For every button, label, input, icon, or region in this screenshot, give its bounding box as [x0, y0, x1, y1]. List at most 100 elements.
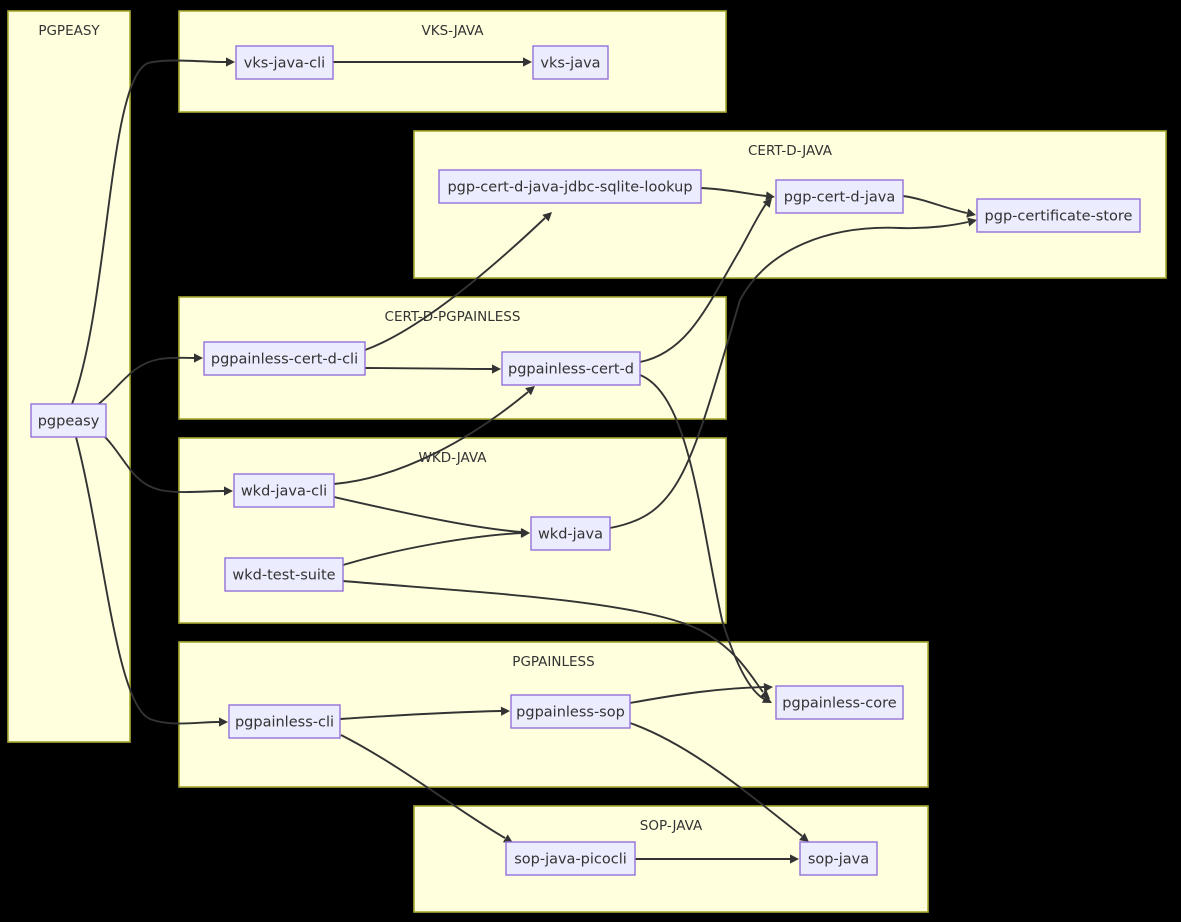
node-box[interactable]: [505, 841, 636, 876]
node-vks-java-node[interactable]: vks-java: [532, 45, 609, 80]
node-label: pgpainless-core: [782, 696, 896, 712]
edge-pgpeasy-to-vks-java-cli: [71, 57, 235, 405]
edge-path: [639, 374, 765, 700]
edge-path: [902, 195, 968, 214]
node-pgp-cert-d-java[interactable]: pgp-cert-d-java: [775, 179, 904, 214]
edge-pgp-cert-d-java-jdbc-sqlite-lookup-to-pgp-cert-d-java: [700, 187, 775, 201]
node-label: vks-java: [540, 56, 600, 72]
arrow-head-icon: [760, 689, 770, 699]
edge-path: [333, 391, 529, 485]
edge-path: [364, 367, 493, 370]
cluster-label: VKS-JAVA: [421, 23, 484, 39]
cluster-wkd-java: WKD-JAVA: [178, 437, 727, 624]
node-box[interactable]: [30, 403, 107, 438]
node-pgpainless-sop[interactable]: pgpainless-sop: [510, 694, 631, 729]
node-box[interactable]: [203, 341, 366, 376]
arrow-head-icon: [500, 706, 510, 716]
arrow-head-icon: [967, 217, 977, 227]
node-label: pgp-cert-d-java-jdbc-sqlite-lookup: [447, 180, 692, 196]
cluster-box: [7, 10, 131, 743]
edge-pgpeasy-to-pgpainless-cert-d-cli: [95, 353, 203, 407]
cluster-label: SOP-JAVA: [640, 818, 703, 834]
edge-pgpeasy-to-wkd-java-cli: [99, 431, 233, 496]
node-wkd-test-suite[interactable]: wkd-test-suite: [224, 557, 344, 592]
arrow-head-icon: [226, 57, 235, 67]
edge-layer: [71, 57, 977, 864]
node-label: pgpainless-sop: [516, 705, 625, 721]
arrow-head-icon: [763, 682, 773, 693]
node-label: sop-java-picocli: [514, 852, 627, 868]
edge-vks-java-cli-to-vks-java-node: [333, 57, 532, 67]
node-box[interactable]: [510, 694, 631, 729]
node-vks-java-cli[interactable]: vks-java-cli: [235, 45, 334, 80]
edge-pgpainless-cert-d-cli-to-pgp-cert-d-java-jdbc-sqlite-lookup: [364, 212, 552, 351]
arrow-head-icon: [761, 694, 772, 703]
arrow-head-icon: [194, 353, 203, 363]
edge-path: [333, 496, 522, 533]
node-box[interactable]: [228, 704, 341, 739]
node-wkd-java-node[interactable]: wkd-java: [530, 516, 611, 551]
arrow-head-icon: [790, 854, 799, 864]
node-wkd-java-cli[interactable]: wkd-java-cli: [233, 473, 335, 508]
edge-path: [639, 203, 767, 363]
edge-path: [342, 580, 764, 693]
node-pgp-cert-d-java-jdbc-sqlite-lookup[interactable]: pgp-cert-d-java-jdbc-sqlite-lookup: [438, 169, 702, 204]
node-pgp-certificate-store[interactable]: pgp-certificate-store: [976, 198, 1141, 233]
edge-path: [609, 221, 969, 529]
arrow-head-icon: [966, 208, 976, 218]
edge-path: [71, 59, 227, 405]
node-box[interactable]: [976, 198, 1141, 233]
node-label: pgp-certificate-store: [985, 209, 1133, 225]
cluster-pgpeasy: PGPEASY: [7, 10, 131, 743]
node-label: pgpeasy: [38, 414, 100, 430]
node-box[interactable]: [532, 45, 609, 80]
node-box[interactable]: [530, 516, 611, 551]
edge-wkd-java-cli-to-pgpainless-cert-d: [333, 386, 535, 485]
arrow-head-icon: [542, 212, 552, 222]
edge-pgpeasy-to-pgpainless-cli: [75, 436, 228, 727]
cluster-label: CERT-D-JAVA: [748, 143, 833, 159]
node-pgpeasy[interactable]: pgpeasy: [30, 403, 107, 438]
arrow-head-icon: [219, 717, 228, 727]
arrow-head-icon: [523, 57, 532, 67]
edge-pgpainless-cert-d-to-pgp-cert-d-java: [639, 198, 772, 363]
arrow-head-icon: [502, 834, 513, 843]
cluster-label: PGPEASY: [38, 23, 100, 39]
edge-path: [99, 431, 225, 494]
arrow-head-icon: [765, 191, 775, 201]
node-pgpainless-core[interactable]: pgpainless-core: [775, 685, 904, 720]
arrow-head-icon: [224, 486, 233, 496]
node-box[interactable]: [501, 351, 641, 386]
node-layer: pgpeasy vks-java-cli vks-java pgp-cert-d-ja…: [30, 45, 1141, 876]
node-box[interactable]: [775, 685, 904, 720]
arrow-head-icon: [799, 832, 809, 842]
edge-path: [75, 436, 220, 725]
node-box[interactable]: [235, 45, 334, 80]
node-sop-java-picocli[interactable]: sop-java-picocli: [505, 841, 636, 876]
node-pgpainless-cert-d-cli[interactable]: pgpainless-cert-d-cli: [203, 341, 366, 376]
node-box[interactable]: [775, 179, 904, 214]
edge-wkd-java-node-to-pgp-certificate-store: [609, 217, 977, 529]
node-pgpainless-cli[interactable]: pgpainless-cli: [228, 704, 341, 739]
edge-pgp-cert-d-java-to-pgp-certificate-store: [902, 195, 976, 218]
arrow-head-icon: [762, 198, 772, 208]
edge-pgpainless-cli-to-sop-java-picocli: [340, 734, 513, 843]
edge-path: [364, 217, 546, 351]
edge-pgpainless-sop-to-pgpainless-core: [629, 682, 773, 704]
edge-wkd-test-suite-to-wkd-java-node: [342, 528, 530, 566]
node-label: pgpainless-cert-d-cli: [211, 352, 358, 368]
node-box[interactable]: [438, 169, 702, 204]
node-label: wkd-java-cli: [241, 484, 327, 500]
edge-path: [342, 532, 522, 566]
edge-path: [340, 734, 506, 839]
edge-wkd-test-suite-to-pgpainless-core: [342, 580, 770, 699]
node-label: pgp-cert-d-java: [784, 190, 895, 206]
cluster-box: [178, 437, 727, 624]
node-sop-java-node[interactable]: sop-java: [799, 841, 878, 876]
node-box[interactable]: [233, 473, 335, 508]
node-pgpainless-cert-d[interactable]: pgpainless-cert-d: [501, 351, 641, 386]
node-box[interactable]: [224, 557, 344, 592]
node-box[interactable]: [799, 841, 878, 876]
